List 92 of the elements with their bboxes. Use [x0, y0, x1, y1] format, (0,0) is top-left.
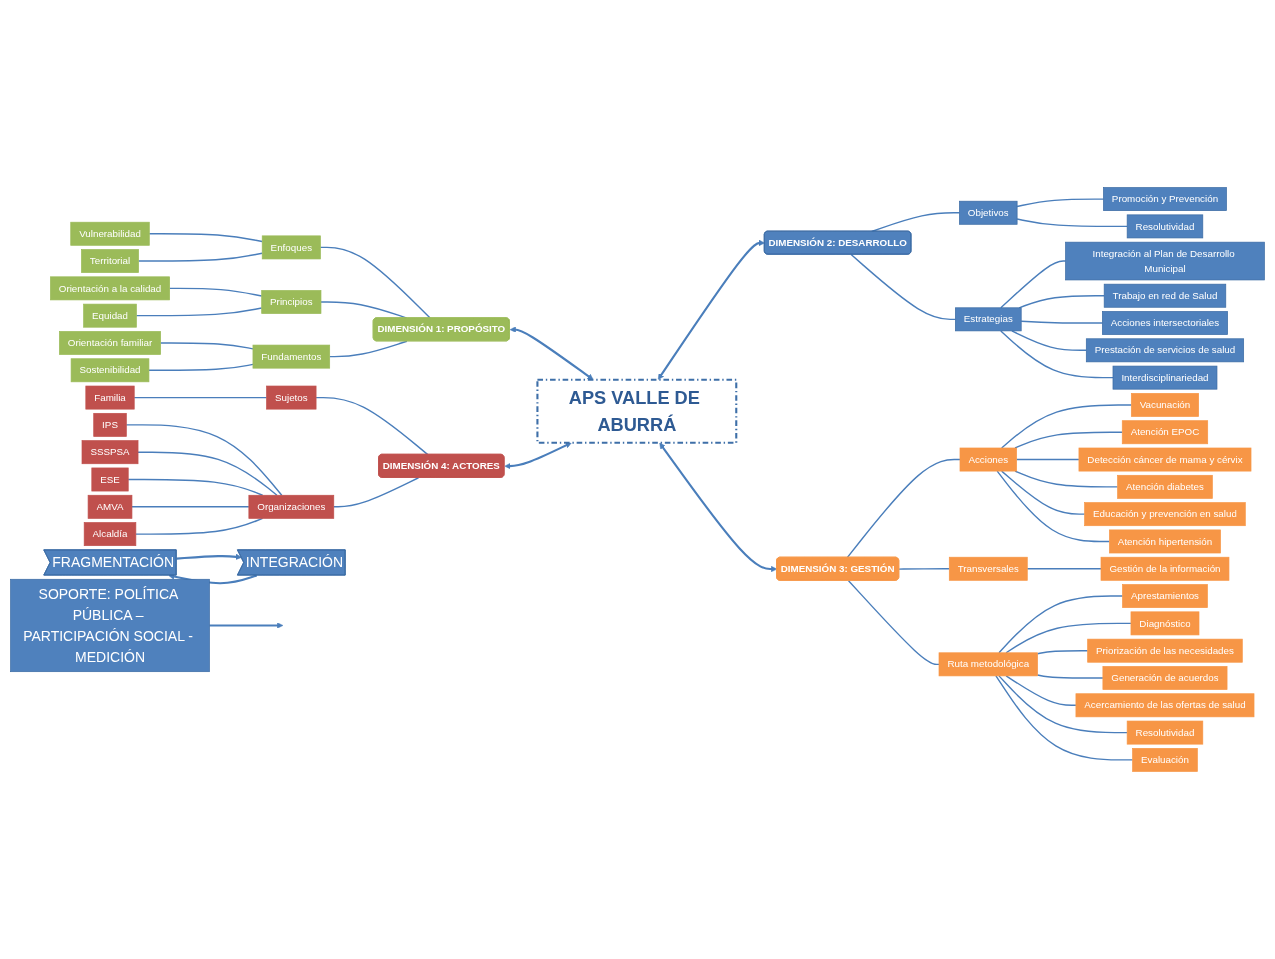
connector	[1000, 404, 1132, 449]
connector	[333, 477, 420, 508]
node-box: Atención EPOC	[1121, 420, 1209, 445]
node-box: Orientación a la calidad	[50, 276, 170, 301]
node-box: Resolutividad	[1126, 214, 1204, 239]
connector	[1014, 470, 1119, 488]
node-box: Orientación familiar	[59, 331, 161, 355]
node-box: Acercamiento de las ofertas de salud	[1075, 693, 1255, 718]
node-box: Promoción y Prevención	[1103, 187, 1227, 211]
connector	[1014, 431, 1123, 449]
node-box: SOPORTE: POLÍTICA PÚBLICA – PARTICIPACIÓN SOCIAL - MEDICIÓN	[10, 578, 210, 673]
connector	[1015, 458, 1080, 461]
connector	[1000, 470, 1086, 515]
node-box: Integración al Plan de Desarrollo Municipal	[1065, 241, 1265, 281]
connector	[1016, 218, 1128, 228]
connector	[137, 252, 263, 262]
connector	[1016, 198, 1105, 208]
connector	[847, 579, 940, 666]
node-box: Vulnerabilidad	[70, 221, 150, 246]
node-box: Fundamentos	[252, 344, 331, 369]
node-box: Objetivos	[959, 200, 1018, 225]
node-box: Interdisciplinariedad	[1112, 365, 1218, 390]
node-box: Transversales	[948, 556, 1028, 581]
node-box: Acciones intersectoriales	[1102, 311, 1228, 335]
node-box: Equidad	[83, 303, 137, 328]
arrow	[657, 239, 765, 380]
connector	[846, 458, 961, 559]
node-box: APS VALLE DE ABURRÁ	[536, 378, 738, 444]
arrow	[659, 442, 778, 573]
connector	[1026, 568, 1102, 570]
connector	[131, 506, 250, 508]
connector	[148, 233, 263, 243]
connector	[850, 253, 957, 321]
connector	[998, 675, 1128, 734]
node-box: Atención hipertensión	[1109, 529, 1221, 554]
node-box: Atención diabetes	[1117, 474, 1213, 499]
connector	[319, 246, 431, 319]
connector	[995, 675, 1134, 761]
connector	[1020, 320, 1104, 324]
connector	[168, 287, 263, 297]
connector	[159, 342, 254, 350]
node-box: ESE	[91, 467, 129, 492]
connector	[135, 307, 263, 317]
connector	[1036, 649, 1089, 655]
connector	[1036, 674, 1104, 679]
connector	[1011, 330, 1087, 351]
connector	[1005, 622, 1132, 654]
connector	[315, 396, 429, 456]
node-box: Familia	[85, 385, 135, 410]
node-box: Sujetos	[266, 385, 317, 410]
node-box: Organizaciones	[248, 494, 335, 519]
arrow	[176, 553, 242, 560]
node-box: Principios	[261, 290, 322, 314]
node-box: Enfoques	[261, 235, 321, 260]
connector	[133, 396, 268, 399]
node-box: Estrategias	[955, 307, 1022, 332]
node-box: Trabajo en red de Salud	[1103, 283, 1227, 308]
node-box: Vacunación	[1130, 393, 1199, 417]
node-box: Diagnóstico	[1130, 611, 1200, 636]
node-box: Resolutividad	[1126, 720, 1204, 745]
connector	[125, 424, 283, 496]
arrow	[509, 326, 594, 380]
node-box: Aprestamientos	[1122, 584, 1208, 608]
node-box: Generación de acuerdos	[1102, 666, 1228, 690]
connector	[329, 340, 408, 358]
connector	[127, 478, 264, 496]
connector	[1005, 675, 1077, 706]
connector	[998, 595, 1124, 654]
node-box: Gestión de la información	[1100, 556, 1230, 581]
connector	[996, 470, 1111, 543]
node-box: Evaluación	[1132, 748, 1198, 772]
node-box: Sostenibilidad	[70, 358, 150, 383]
node-box: Prestación de servicios de salud	[1085, 338, 1244, 363]
connector	[148, 363, 254, 371]
connector	[135, 517, 264, 535]
arrow	[504, 442, 572, 470]
arrow	[209, 622, 284, 629]
node-box: Detección cáncer de mama y cérvix	[1078, 447, 1252, 472]
connector	[1018, 295, 1105, 309]
node-box: Territorial	[81, 249, 139, 273]
connector	[1000, 330, 1114, 379]
node-box: AMVA	[87, 494, 133, 519]
node-box: SSSPSA	[81, 440, 139, 465]
node-box: Priorización de las necesidades	[1087, 638, 1243, 663]
node-box: Alcaldía	[83, 522, 137, 546]
node-box: Educación y prevención en salud	[1084, 502, 1246, 527]
node-box: IPS	[93, 413, 127, 437]
connector	[898, 568, 950, 570]
node-box: Acciones	[959, 447, 1017, 472]
connector	[1000, 260, 1067, 309]
connector	[137, 451, 278, 496]
node-box: Ruta metodológica	[938, 652, 1038, 677]
